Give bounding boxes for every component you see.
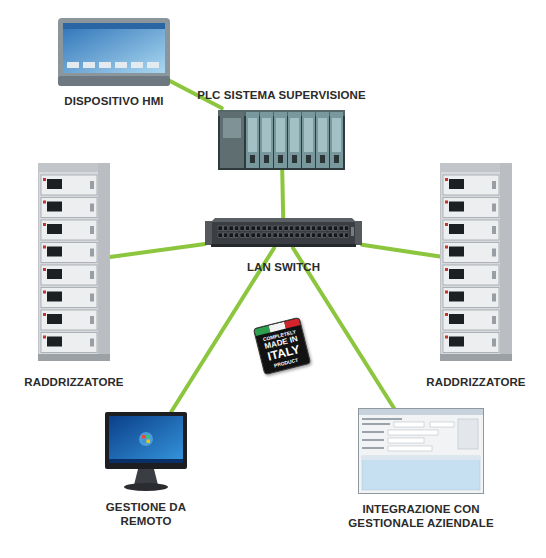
erp-screen-illustration xyxy=(358,408,484,494)
network-link xyxy=(362,245,440,257)
rectifier-cabinet-illustration xyxy=(38,163,110,361)
hmi-device: DISPOSITIVO HMI xyxy=(58,18,170,86)
device-label: INTEGRAZIONE CON GESTIONALE AZIENDALE xyxy=(331,502,511,530)
remote-monitor: GESTIONE DA REMOTO xyxy=(105,412,187,492)
device-label: PLC SISTEMA SUPERVISIONE xyxy=(197,88,367,102)
remote-monitor-illustration xyxy=(105,412,187,492)
flag-band xyxy=(284,318,301,329)
device-label: LAN SWITCH xyxy=(214,260,354,274)
rectifier-cabinet: RADDRIZZATORE xyxy=(38,163,110,361)
erp-screen: INTEGRAZIONE CON GESTIONALE AZIENDALE xyxy=(358,408,484,494)
rectifier-cabinet: RADDRIZZATORE xyxy=(440,163,512,361)
device-label: RADDRIZZATORE xyxy=(4,375,144,389)
device-label: GESTIONE DA REMOTO xyxy=(96,500,196,528)
network-link xyxy=(282,170,283,218)
rectifier-cabinet-illustration xyxy=(440,163,512,361)
network-link xyxy=(110,244,205,257)
device-label: DISPOSITIVO HMI xyxy=(39,94,189,108)
hmi-device-illustration xyxy=(58,18,170,86)
lan-switch-illustration xyxy=(205,218,362,248)
made-in-italy-badge: COMPLETELYMADE INITALYPRODUCT xyxy=(253,317,311,375)
plc-rack-illustration xyxy=(218,108,345,170)
plc-rack: PLC SISTEMA SUPERVISIONE xyxy=(218,108,345,170)
lan-switch: LAN SWITCH xyxy=(205,218,362,248)
device-label: RADDRIZZATORE xyxy=(406,375,546,389)
